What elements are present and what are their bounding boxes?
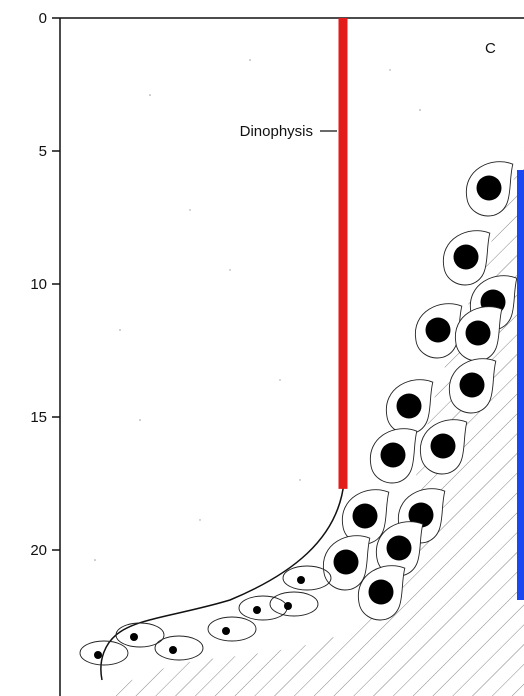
cell-nucleus	[352, 503, 378, 529]
cell-nucleus	[380, 442, 406, 468]
cell-outline	[154, 635, 204, 661]
cell-outline	[282, 565, 332, 591]
cell-outline	[115, 622, 165, 648]
cell-nucleus	[222, 627, 230, 635]
right-edge-strip	[517, 170, 524, 600]
cell-nucleus	[169, 646, 177, 654]
cell-nucleus	[130, 633, 138, 641]
depth-ticks: 0 5 10 15 20	[30, 10, 60, 559]
cell-outline	[269, 591, 319, 617]
cell-nucleus	[94, 651, 102, 659]
cell-nucleus	[284, 602, 292, 610]
cell-outline	[79, 640, 129, 666]
cell-nucleus	[297, 576, 305, 584]
cell-nucleus	[476, 175, 502, 201]
cell-outline	[207, 616, 257, 642]
cell-outline	[238, 595, 288, 621]
stipple	[94, 59, 421, 561]
cell-nucleus	[333, 549, 359, 575]
cell-nucleus	[453, 244, 479, 270]
panel-label: C	[485, 40, 496, 57]
depth-tick-label: 5	[39, 143, 47, 160]
cell-nucleus	[253, 606, 261, 614]
cell-nucleus	[459, 372, 485, 398]
cell-nucleus	[465, 320, 491, 346]
cell-nucleus	[386, 535, 412, 561]
depth-tick-label: 0	[39, 10, 47, 27]
dinophysis-label: Dinophysis	[240, 123, 313, 140]
cell-nucleus	[368, 579, 394, 605]
depth-tick-label: 10	[30, 276, 47, 293]
cell-nucleus	[408, 502, 434, 528]
depth-tick-label: 15	[30, 409, 47, 426]
cell-nucleus	[425, 317, 451, 343]
cell-nucleus	[430, 433, 456, 459]
cell-nucleus	[396, 393, 422, 419]
cell-cluster	[79, 161, 518, 666]
boundary-curve	[100, 481, 345, 681]
depth-tick-label: 20	[30, 542, 47, 559]
